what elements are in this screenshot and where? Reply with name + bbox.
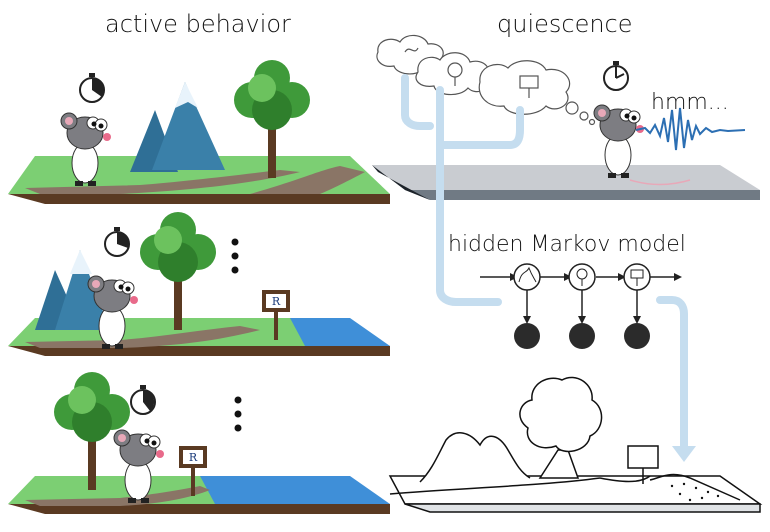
scene-panel-3 — [8, 372, 390, 514]
scene-panel-1 — [8, 60, 390, 204]
sound-wave — [635, 107, 746, 151]
quiescence-platform — [372, 60, 760, 200]
hmm-chain — [480, 263, 682, 349]
thought-text: hmm... — [651, 90, 729, 115]
reconstructed-scene — [388, 376, 763, 513]
title-quiescence: quiescence — [497, 10, 633, 38]
flow-arrows — [401, 74, 696, 462]
scene-panel-2 — [8, 212, 390, 356]
title-active-behavior: active behavior — [105, 10, 291, 38]
thought-cloud-icon — [376, 34, 596, 126]
title-hidden-markov-model: hidden Markov model — [448, 232, 686, 257]
